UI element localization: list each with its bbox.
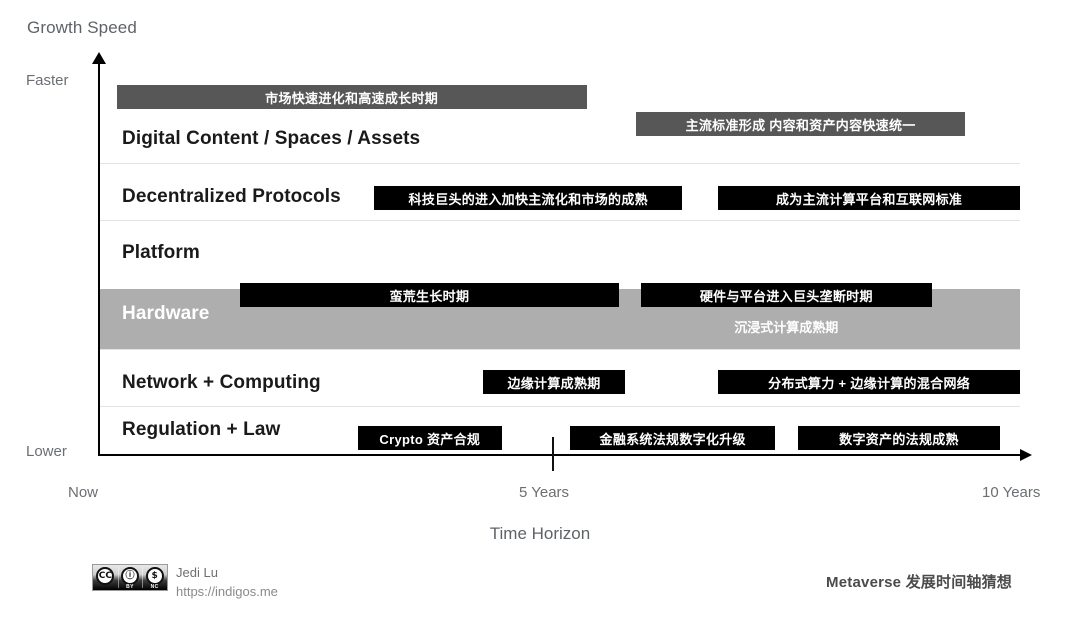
timeline-row: Decentralized Protocols 科技巨头的进入加快主流化和市场的成…: [100, 163, 1020, 220]
timeline-bar[interactable]: 蛮荒生长时期: [239, 283, 619, 307]
x-axis-arrow-icon: [1020, 449, 1032, 461]
y-axis-line: [98, 62, 100, 456]
row-label: Regulation + Law: [122, 419, 281, 440]
cc-nc-icon: $ NC: [142, 565, 167, 590]
x-axis-tick-marker-5-years: [552, 437, 554, 471]
timeline-bar-label[interactable]: 沉浸式计算成熟期: [734, 319, 839, 335]
timeline-bar[interactable]: 数字资产的法规成熟: [798, 426, 1000, 450]
timeline-bar[interactable]: 主流标准形成 内容和资产内容快速统一: [636, 112, 965, 136]
timeline-bar[interactable]: 成为主流计算平台和互联网标准: [718, 186, 1020, 210]
plot-area: Digital Content / Spaces / Assets 市场快速进化和…: [100, 62, 1020, 454]
timeline-bar[interactable]: 分布式算力 + 边缘计算的混合网络: [718, 370, 1020, 394]
cc-by-icon: ⓘ BY: [117, 565, 143, 590]
chart-credit-title: Metaverse 发展时间轴猜想: [826, 574, 1012, 591]
author-url[interactable]: https://indigos.me: [176, 583, 278, 599]
timeline-row: Digital Content / Spaces / Assets 市场快速进化和…: [100, 62, 1020, 163]
timeline-bar[interactable]: 边缘计算成熟期: [482, 370, 626, 394]
x-axis-title: Time Horizon: [489, 524, 591, 543]
timeline-row: Regulation + Law Crypto 资产合规 金融系统法规数字化升级数字…: [100, 406, 1020, 454]
row-label: Platform: [122, 242, 200, 263]
creative-commons-badge-icon: CC ⓘ BY $ NC: [92, 564, 168, 591]
x-tick-5-years: 5 Years: [519, 484, 570, 501]
timeline-row: Hardware 蛮荒生长时期硬件与平台进入巨头垄断时期沉浸式计算成熟期: [100, 283, 1020, 349]
row-label: Network + Computing: [122, 372, 321, 393]
author-block: Jedi Lu https://indigos.me: [176, 564, 278, 602]
timeline-bar[interactable]: 科技巨头的进入加快主流化和市场的成熟: [374, 186, 683, 210]
row-label: Decentralized Protocols: [122, 186, 341, 207]
timeline-bar[interactable]: 硬件与平台进入巨头垄断时期: [640, 283, 932, 307]
row-label: Hardware: [122, 303, 210, 324]
timeline-bar[interactable]: 金融系统法规数字化升级: [570, 426, 776, 450]
y-axis-arrow-icon: [92, 52, 106, 64]
x-axis-line: [98, 454, 1026, 456]
cc-logo-icon: CC: [93, 565, 118, 590]
cc-nc-label: NC: [150, 584, 159, 590]
y-axis-title: Growth Speed: [27, 18, 137, 37]
x-tick-now: Now: [68, 484, 99, 501]
timeline-bar[interactable]: 市场快速进化和高速成长时期: [116, 85, 587, 109]
cc-by-label: BY: [126, 584, 134, 590]
y-tick-lower: Lower: [26, 443, 67, 460]
timeline-row: Platform: [100, 220, 1020, 289]
footer: CC ⓘ BY $ NC Jedi Lu https://indigos.me …: [0, 556, 1080, 616]
timeline-bar[interactable]: Crypto 资产合规: [357, 426, 503, 450]
x-tick-10-years: 10 Years: [982, 484, 1041, 501]
timeline-row: Network + Computing 边缘计算成熟期 分布式算力 + 边缘计算的混…: [100, 349, 1020, 406]
y-tick-faster: Faster: [26, 72, 69, 89]
row-label: Digital Content / Spaces / Assets: [122, 128, 421, 149]
author-name: Jedi Lu: [176, 565, 218, 580]
